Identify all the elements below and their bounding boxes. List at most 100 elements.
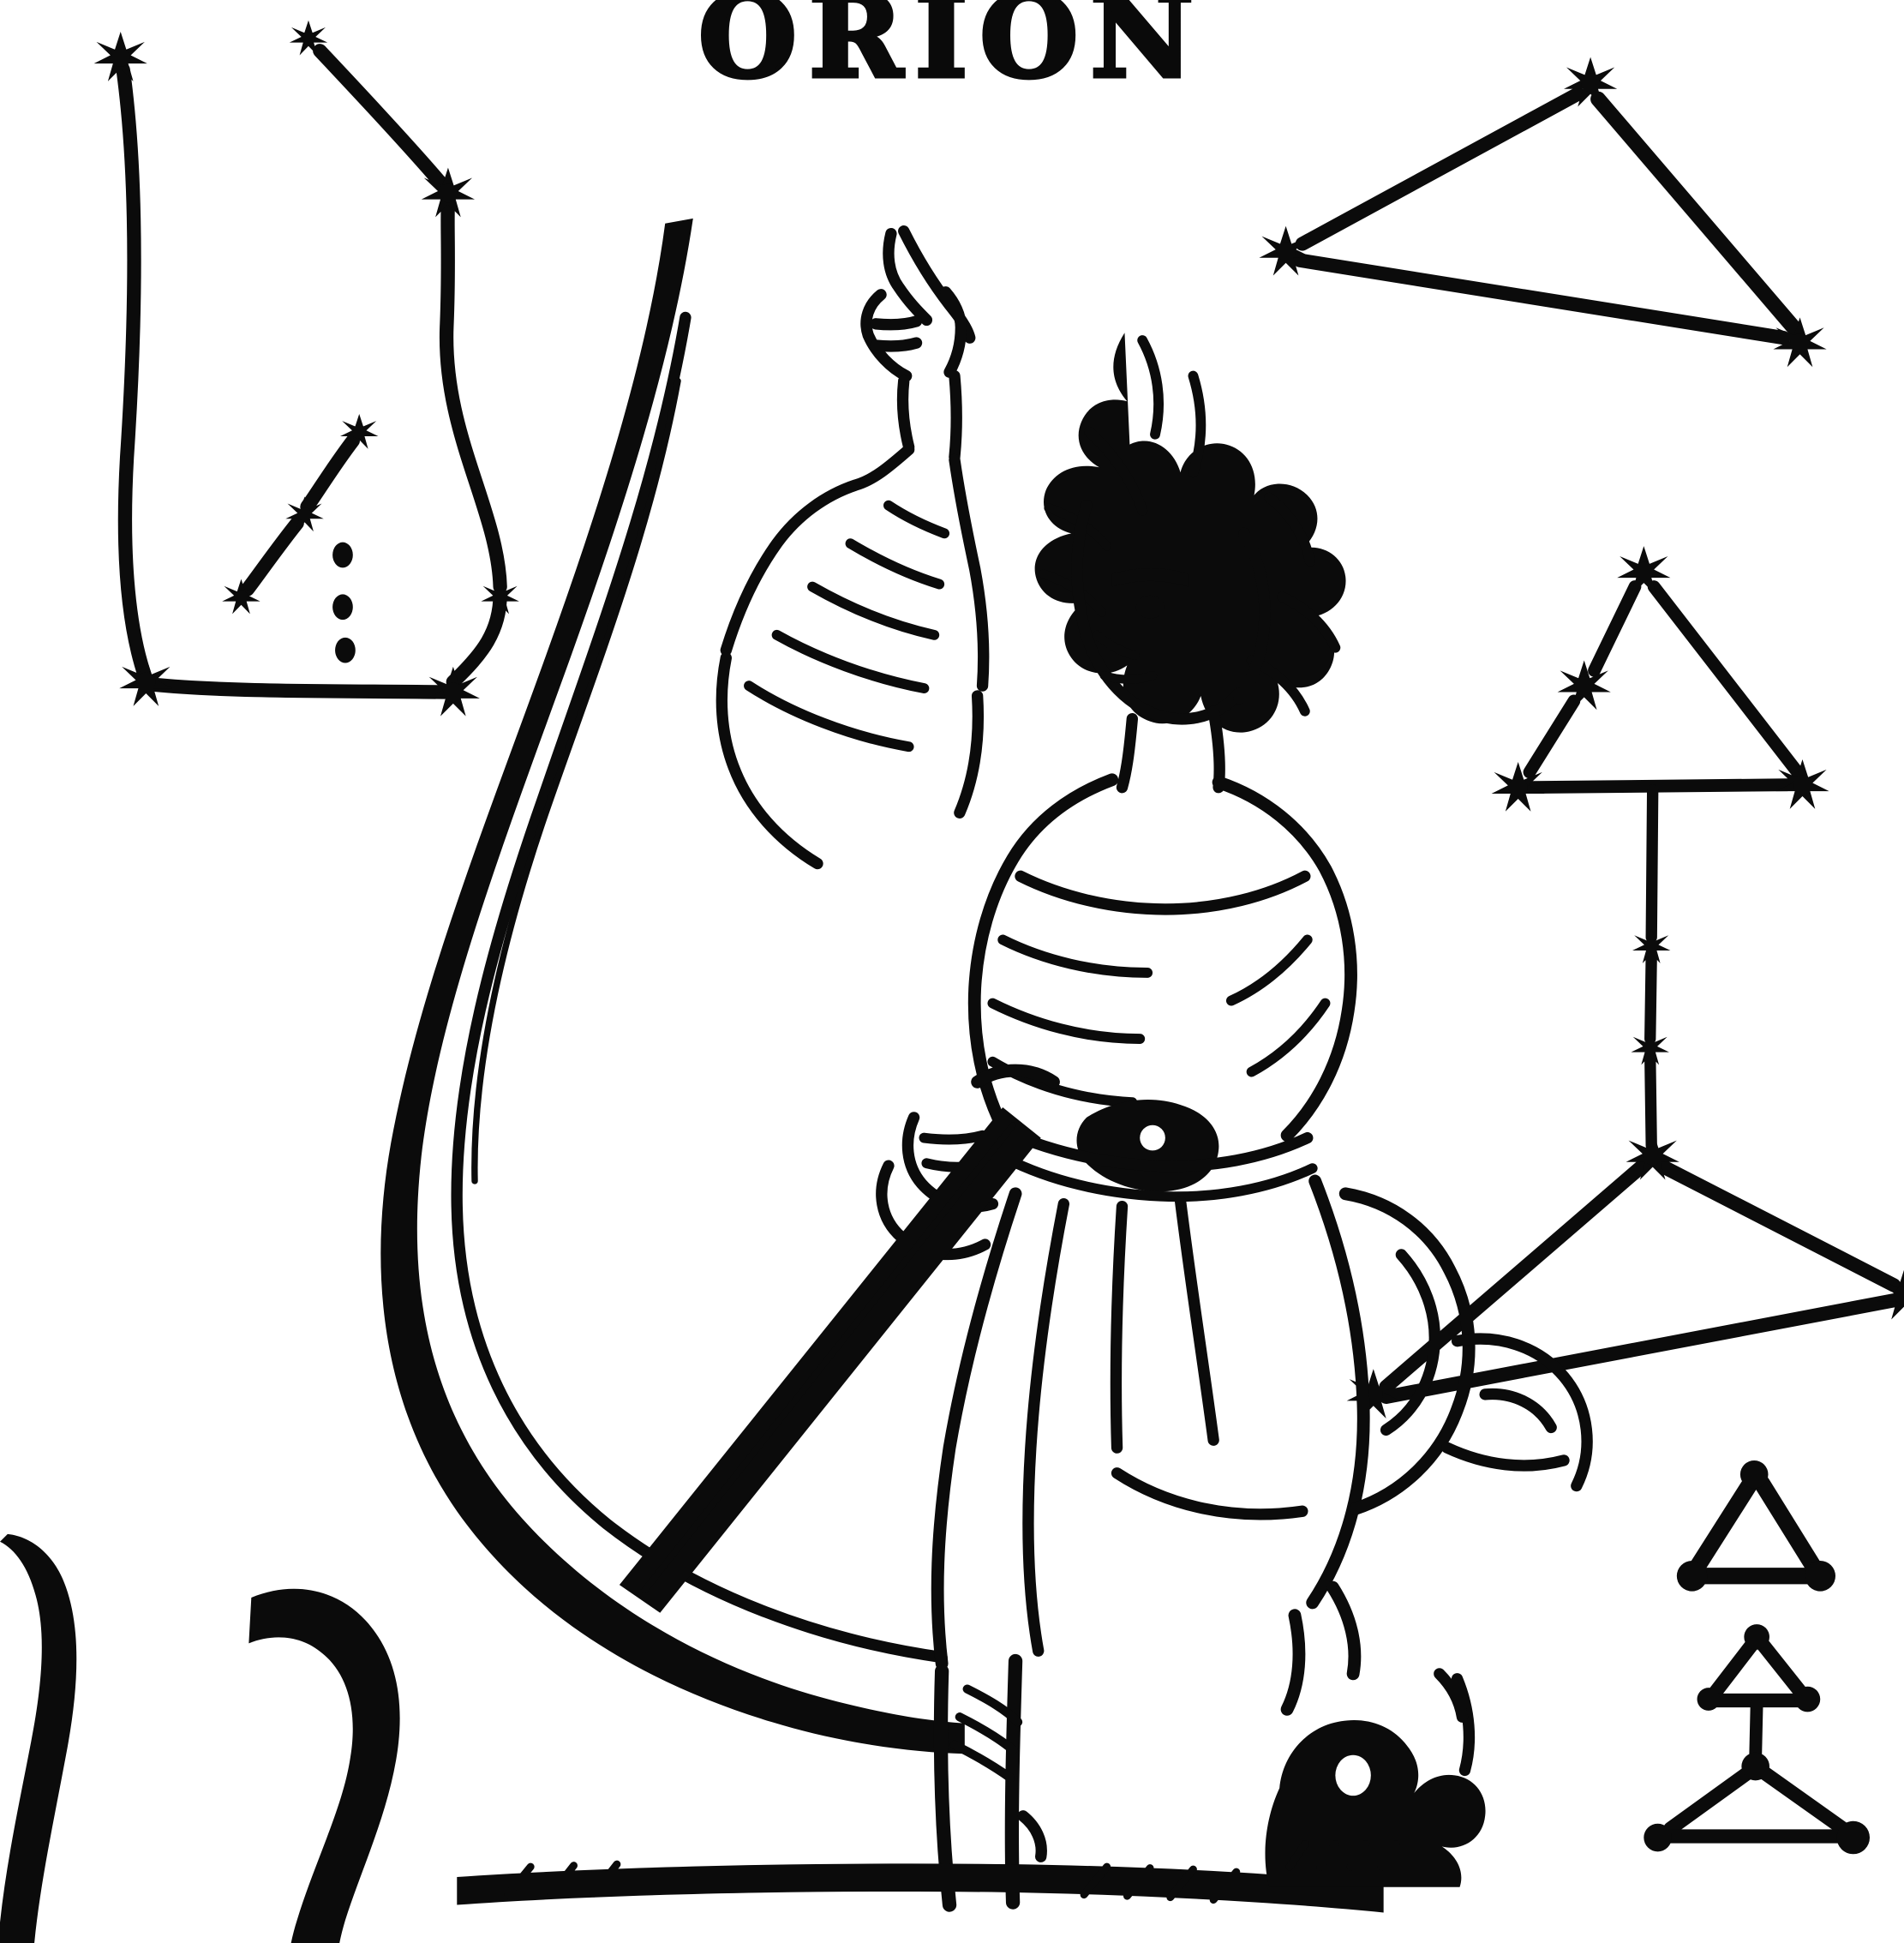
torso-robe: [876, 773, 1357, 1261]
robe-fold: [1246, 998, 1331, 1077]
constellation-line: [1644, 1051, 1657, 1152]
head-with-wild-hair: [1034, 333, 1346, 794]
hound-eye-white: [1335, 1754, 1371, 1796]
ground-hatch: [547, 1862, 578, 1899]
constellation-line: [1590, 91, 1803, 337]
belt-line: [997, 1124, 1314, 1172]
ankle-fold: [1017, 1810, 1047, 1862]
belt-knot-highlight: [1140, 1124, 1165, 1151]
right-leg: [1280, 1609, 1306, 1716]
mouth: [1099, 671, 1158, 684]
star-dot: [1744, 1624, 1769, 1650]
constellation-line: [300, 434, 360, 514]
skirt-fold: [1174, 1196, 1219, 1446]
sleeve-outer: [720, 443, 915, 657]
constellation-line: [1295, 87, 1585, 251]
knuckle-line: [870, 337, 923, 352]
sleeve-fold: [845, 538, 945, 590]
right-leg-back: [1326, 1580, 1362, 1681]
ground-bar: [457, 1863, 1384, 1913]
skirt-right-edge: [1306, 1174, 1370, 1610]
constellation-right-main-group: [1346, 546, 1904, 1419]
constellation-line: [439, 195, 507, 594]
star-dot: [1805, 1561, 1836, 1592]
sleeve-fold: [771, 629, 930, 694]
constellation-line: [1523, 694, 1581, 779]
constellation-upper-left-group: [93, 20, 519, 717]
arm-inner-lower: [954, 690, 985, 819]
bow-inner-limb: [451, 311, 948, 1664]
robe-fold: [987, 998, 1146, 1044]
page-title: ORION: [696, 0, 1206, 104]
star: [1557, 660, 1611, 711]
skirt-fold: [1110, 1200, 1129, 1454]
neck-left: [1116, 712, 1139, 794]
hem-line: [1111, 1467, 1308, 1520]
ground-line: [457, 1860, 1384, 1913]
skirt-fold: [1022, 1197, 1070, 1657]
belt-and-sword: [619, 1064, 1060, 1613]
constellation-line: [1663, 1766, 1755, 1836]
bow-grain-line: [471, 377, 681, 1184]
constellation-line: [446, 587, 507, 689]
constellation-lower-right-small-triangle: [1676, 1460, 1836, 1592]
cloak-tail-fold: [1441, 1442, 1570, 1472]
wrist-left: [896, 375, 915, 453]
hound-hatch: [1316, 1839, 1339, 1871]
hound: [1265, 1668, 1486, 1887]
hound-ear: [1434, 1668, 1469, 1723]
ground-hatch: [590, 1860, 621, 1898]
brow: [1111, 568, 1189, 587]
nose: [1092, 630, 1140, 660]
star-dot: [332, 594, 353, 621]
hound-body: [1265, 1719, 1486, 1887]
drape-hatch: [955, 1712, 1018, 1754]
star-dot: [1741, 1752, 1769, 1781]
constellation-line: [145, 677, 452, 699]
hound-hatch: [1377, 1839, 1400, 1871]
cloak-fold: [1380, 1249, 1440, 1436]
sleeve-fold: [807, 581, 940, 640]
skirt-left-edge: [931, 1187, 1022, 1670]
constellation-line: [1749, 1696, 1763, 1765]
constellation-line: [1708, 1636, 1760, 1700]
sleeve-cuff-outer: [715, 651, 823, 870]
brush-glyph-group: [0, 1533, 400, 1943]
constellation-upper-right-triangle: [1259, 57, 1827, 368]
hair-strand: [1264, 492, 1315, 567]
drape-hatch: [949, 1740, 1015, 1783]
star-dot: [1676, 1561, 1708, 1592]
index-finger: [883, 227, 933, 327]
face-back: [1233, 527, 1271, 705]
lower-robe: [931, 1174, 1593, 1670]
drape-hatch: [962, 1684, 1023, 1727]
ground-hatch: [1123, 1864, 1154, 1900]
constellation-line: [1588, 580, 1642, 677]
hair-strand: [1084, 426, 1148, 516]
hair-strand: [1277, 591, 1341, 653]
raised-hand: [860, 225, 976, 464]
wrist-right: [949, 369, 962, 464]
star-dot: [1794, 1686, 1821, 1712]
constellation-line: [116, 63, 153, 683]
hair-strand: [1137, 335, 1164, 440]
sword-guard: [971, 1064, 1060, 1088]
robe-fold: [1225, 934, 1313, 1006]
constellation-line: [1644, 949, 1657, 1045]
star-dot: [1697, 1688, 1721, 1711]
star-dot: [335, 637, 356, 663]
constellation-line: [1527, 778, 1794, 795]
constellation-line: [1688, 1474, 1759, 1576]
constellation-line: [1645, 783, 1659, 944]
cloak-tail-fold: [1479, 1388, 1557, 1434]
hound-tail: [1451, 1673, 1476, 1777]
eye: [1135, 595, 1165, 619]
constellation-lower-right-arrow-triangle: [1644, 1624, 1871, 1855]
hound-hatch: [1346, 1839, 1370, 1871]
robe-fold: [997, 934, 1153, 978]
star-dot: [332, 542, 353, 568]
ground-hatch: [504, 1862, 535, 1899]
ground-hatch: [1209, 1868, 1241, 1904]
